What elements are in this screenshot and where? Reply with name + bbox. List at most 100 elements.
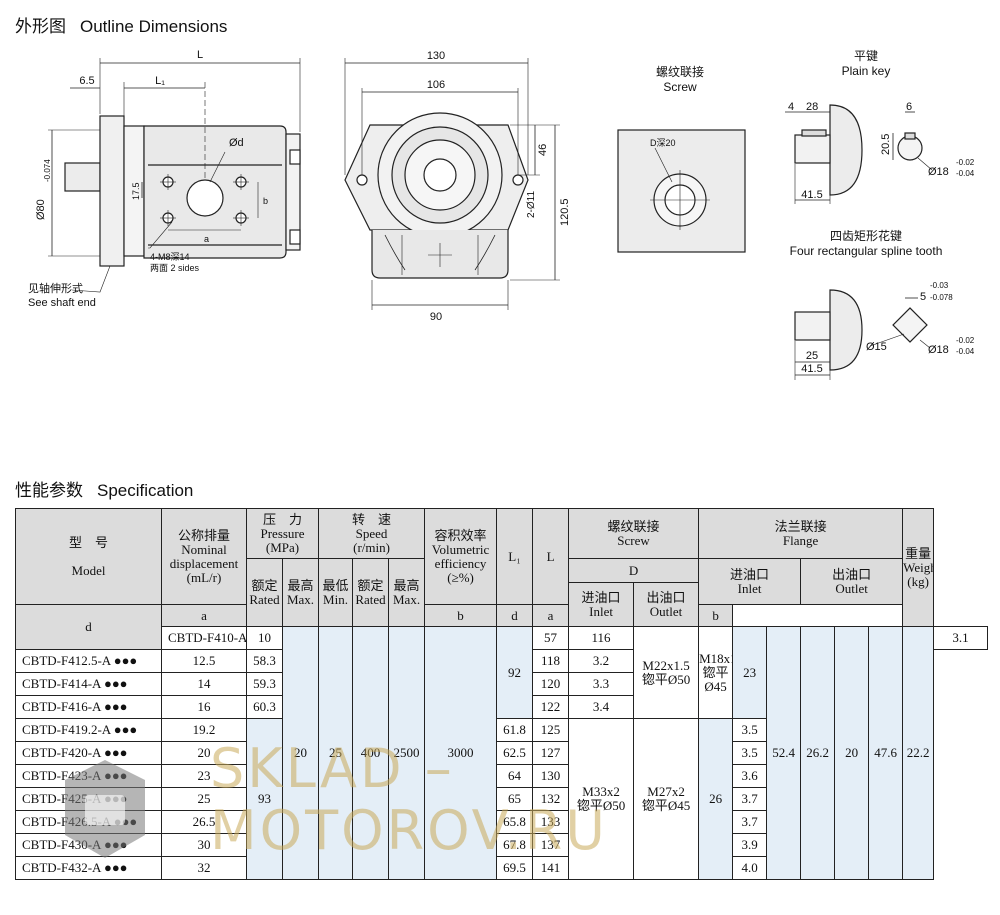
dim-130: 130 xyxy=(427,50,445,62)
pk-dim-4: 4 xyxy=(788,101,794,113)
sp-dim-5: 5 xyxy=(920,291,926,303)
sp-tol-top: -0.02 xyxy=(956,336,975,345)
dim-6-5: 6.5 xyxy=(79,75,94,87)
dim-L1: L₁ xyxy=(155,75,165,87)
pk-dim-20-5: 20.5 xyxy=(880,134,892,155)
screw-D-label: D深20 xyxy=(650,138,676,148)
plain-key-title-en: Plain key xyxy=(842,64,891,78)
screw-title-en: Screw xyxy=(663,80,697,94)
outline-title-cn: 外形图 xyxy=(15,17,66,36)
side-view xyxy=(48,58,301,293)
spec-title-cn: 性能参数 xyxy=(15,481,83,500)
cell-disp: 19.2 xyxy=(161,718,247,742)
note-sides: 两面 2 sides xyxy=(150,263,200,273)
hdr-out-d: d xyxy=(496,604,534,627)
spline-title-en: Four rectangular spline tooth xyxy=(790,244,943,258)
cell-model: CBTD-F423-A ●●● xyxy=(15,764,162,788)
note-shaft-en: See shaft end xyxy=(28,297,96,309)
note-thread: 4-M8深14 xyxy=(150,252,190,262)
sp-dim-25: 25 xyxy=(806,350,818,362)
cell-flange-in-a: 52.4 xyxy=(766,626,802,880)
cell-model: CBTD-F426.5-A ●●● xyxy=(15,810,162,834)
sp-tol5-bot: -0.078 xyxy=(930,293,953,302)
cell-disp: 25 xyxy=(161,787,247,811)
screw-title-cn: 螺纹联接 xyxy=(656,64,704,79)
cell-flange-out-a: 47.6 xyxy=(868,626,904,880)
hdr-in-a: a xyxy=(161,604,247,627)
cell-weight: 4.0 xyxy=(732,856,768,880)
dim-b: b xyxy=(263,196,268,206)
table-row: CBTD-F419.2-A ●●● 19.2 93 61.8 125 M33x2… xyxy=(15,718,988,880)
cell-L: 127 xyxy=(532,741,570,765)
cell-disp: 16 xyxy=(161,695,247,719)
cell-eff-a: 92 xyxy=(496,626,534,719)
cell-weight: 3.1 xyxy=(933,626,988,650)
front-view xyxy=(344,58,560,310)
cell-min-speed: 400 xyxy=(352,626,390,880)
cell-eff-b: 93 xyxy=(246,718,283,880)
cell-L: 132 xyxy=(532,787,570,811)
cell-disp: 20 xyxy=(161,741,247,765)
cell-L1: 65.8 xyxy=(496,810,534,834)
cell-L1: 65 xyxy=(496,787,534,811)
hdr-L: L xyxy=(532,508,570,605)
pk-dim-phi18: Ø18 xyxy=(928,166,949,178)
spline-title-cn: 四齿矩形花键 xyxy=(830,228,902,243)
cell-model: CBTD-F419.2-A ●●● xyxy=(15,718,162,742)
table-row: CBTD-F432-A ●●● 32 69.5 141 4.0 xyxy=(15,856,988,880)
cell-L: 125 xyxy=(532,718,570,742)
cell-L: 137 xyxy=(532,833,570,857)
cell-model: CBTD-F410-A ●●● xyxy=(161,626,247,650)
cell-L1: 69.5 xyxy=(496,856,534,880)
cell-disp: 32 xyxy=(161,856,247,880)
cell-model: CBTD-F420-A ●●● xyxy=(15,741,162,765)
cell-weight: 3.5 xyxy=(732,718,768,742)
sp-dim-41-5: 41.5 xyxy=(801,363,822,375)
plain-key-title-cn: 平键 xyxy=(854,49,878,63)
table-row: CBTD-F414-A ●●● 14 59.3 120 3.3 xyxy=(15,672,988,696)
cell-disp: 12.5 xyxy=(161,649,247,673)
hdr-in-b: b xyxy=(424,604,498,627)
dim-a: a xyxy=(204,234,209,244)
sp-tol5-top: -0.03 xyxy=(930,281,949,290)
dim-90: 90 xyxy=(430,311,442,323)
note-shaft-cn: 见轴伸形式 xyxy=(28,281,83,295)
cell-weight: 3.4 xyxy=(568,695,635,719)
cell-model: CBTD-F425-A ●●● xyxy=(15,787,162,811)
pk-tol-bot: -0.04 xyxy=(956,169,975,178)
dim-17-5: 17.5 xyxy=(131,182,141,200)
table-row: CBTD-F410-A ●●● 10 20 25 400 2500 3000 9… xyxy=(16,626,988,880)
cell-disp: 10 xyxy=(246,626,283,650)
cell-model: CBTD-F432-A ●●● xyxy=(15,856,162,880)
sp-dim-phi15: Ø15 xyxy=(866,341,887,353)
cell-model: CBTD-F414-A ●●● xyxy=(15,672,162,696)
outline-title-en: Outline Dimensions xyxy=(80,17,228,36)
hdr-L1: L₁ xyxy=(496,508,534,605)
cell-L1: 62.5 xyxy=(496,741,534,765)
cell-weight: 3.3 xyxy=(568,672,635,696)
dim-L: L xyxy=(197,49,203,61)
hdr-out-a: a xyxy=(532,604,570,627)
pk-tol-top: -0.02 xyxy=(956,158,975,167)
cell-flange-in-d-a: 23 xyxy=(732,626,768,719)
dim-phi80-tol: -0.074 xyxy=(43,159,52,182)
pk-dim-6: 6 xyxy=(906,101,912,113)
spline-view xyxy=(794,289,931,380)
cell-L1: 60.3 xyxy=(246,695,283,719)
cell-L1: 59.3 xyxy=(246,672,283,696)
cell-flange-out-b: 22.2 xyxy=(902,626,935,880)
cell-rated-speed: 2500 xyxy=(388,626,426,880)
dim-2phi11: 2-Ø11 xyxy=(526,191,537,218)
